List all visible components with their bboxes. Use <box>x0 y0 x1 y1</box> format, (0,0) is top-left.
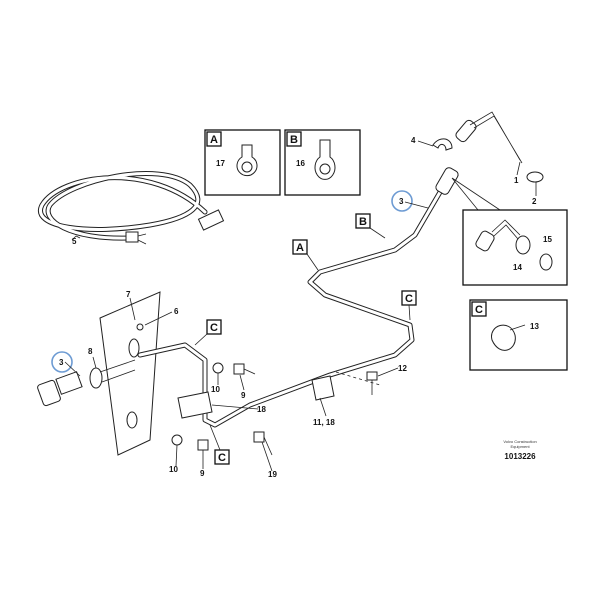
bracket-plate <box>99 291 161 456</box>
detail-box-a: A 17 <box>204 129 281 196</box>
callout-letter: A <box>296 242 304 254</box>
callout-a: A <box>292 239 319 271</box>
part-13-label: 13 <box>530 322 539 331</box>
part-16-label: 16 <box>296 159 305 168</box>
company-name-line1: Volvo Construction <box>503 439 536 444</box>
part-14-label: 14 <box>513 263 522 272</box>
highlight-circle-top <box>391 190 413 212</box>
callout-letter: C <box>405 293 413 305</box>
detail-c-letter: C <box>475 304 483 316</box>
part-19-label: 19 <box>268 470 277 479</box>
part-6-label: 6 <box>174 307 179 316</box>
part-10-upper-label: 10 <box>211 385 220 394</box>
detail-a-letter: A <box>210 134 218 146</box>
part-7-label: 7 <box>126 290 131 299</box>
fasteners <box>171 362 378 456</box>
callout-c-right: C <box>401 290 417 321</box>
part-10-lower-label: 10 <box>169 465 178 474</box>
part-9-lower-label: 9 <box>200 469 205 478</box>
part-3-left-label: 3 <box>59 358 64 367</box>
part-3-top-label: 3 <box>399 197 404 206</box>
detail-box-c: C 13 <box>469 299 568 371</box>
part-labels: 1 2 3 4 5 6 7 8 3 9 10 18 11, 18 12 10 9… <box>59 136 537 479</box>
company-name-line2: Equipment <box>510 444 530 449</box>
part-1-label: 1 <box>514 176 519 185</box>
part-9-upper-label: 9 <box>241 391 246 400</box>
drawing-footer: Volvo Construction Equipment 1013226 <box>503 439 536 461</box>
part-4-label: 4 <box>411 136 416 145</box>
part-18-label: 18 <box>257 405 266 414</box>
callout-b: B <box>355 213 386 239</box>
callout-c-lower: C <box>209 424 230 465</box>
drawing-number: 1013226 <box>504 452 536 461</box>
detail-b-letter: B <box>290 134 298 146</box>
tube-routing <box>137 167 459 428</box>
part-15-label: 15 <box>543 235 552 244</box>
part-11-18-label: 11, 18 <box>313 418 335 427</box>
coiled-cable <box>38 171 225 245</box>
highlight-circle-left <box>51 351 73 373</box>
part-17-label: 17 <box>216 159 225 168</box>
callout-letter: C <box>210 322 218 334</box>
callout-c-upper: C <box>194 319 222 346</box>
detail-inset: 14 15 <box>451 177 568 286</box>
callout-letter: B <box>359 216 367 228</box>
detail-box-b: B 16 <box>284 129 361 196</box>
switch-assembly <box>37 359 136 407</box>
connector-assembly <box>432 111 544 183</box>
part-8-label: 8 <box>88 347 93 356</box>
part-2-label: 2 <box>532 197 537 206</box>
part-12-label: 12 <box>398 364 407 373</box>
callout-letter: C <box>218 452 226 464</box>
part-5-label: 5 <box>72 237 77 246</box>
